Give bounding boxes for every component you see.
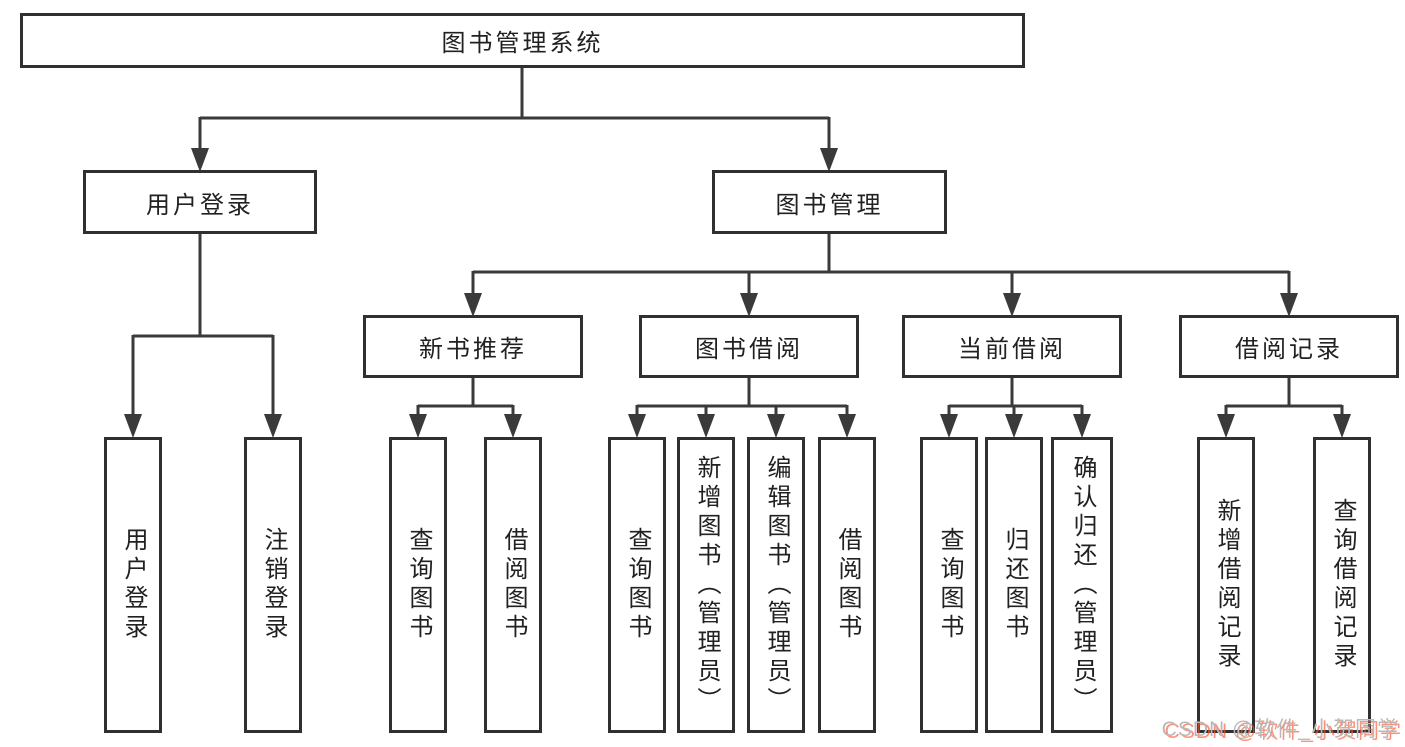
leaf-current-query-book: 查询图书	[920, 437, 978, 733]
leaf-user-login: 用户登录	[104, 437, 162, 733]
leaf-borrow-query-book: 查询图书	[608, 437, 666, 733]
leaf-recommend-query-book: 查询图书	[389, 437, 447, 733]
leaf-records-query-borrow-record: 查询借阅记录	[1313, 437, 1371, 733]
node-book-borrowing: 图书借阅	[639, 315, 859, 378]
node-new-book-recommendation: 新书推荐	[363, 315, 583, 378]
node-user-login: 用户登录	[83, 170, 317, 234]
leaf-records-add-borrow-record: 新增借阅记录	[1197, 437, 1255, 733]
leaf-current-confirm-return-admin: 确认归还（管理员）	[1051, 437, 1113, 733]
leaf-borrow-borrow-book: 借阅图书	[818, 437, 876, 733]
leaf-current-return-book: 归还图书	[985, 437, 1043, 733]
leaf-borrow-edit-book-admin: 编辑图书（管理员）	[747, 437, 805, 733]
leaf-recommend-borrow-book: 借阅图书	[484, 437, 542, 733]
node-book-management: 图书管理	[712, 170, 947, 234]
node-borrowing-records: 借阅记录	[1179, 315, 1399, 378]
node-current-borrowing: 当前借阅	[902, 315, 1122, 378]
leaf-logout: 注销登录	[244, 437, 302, 733]
node-root: 图书管理系统	[20, 13, 1025, 68]
leaf-borrow-add-book-admin: 新增图书（管理员）	[677, 437, 735, 733]
